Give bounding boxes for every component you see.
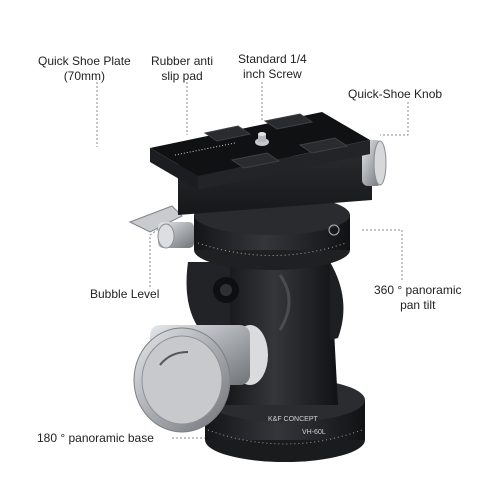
brand-mark: K&F CONCEPT — [268, 416, 319, 423]
callout-quick-shoe-plate-line2: (70mm) — [63, 69, 106, 83]
callout-pan-tilt-line2: pan tilt — [400, 298, 436, 312]
standard-screw — [255, 132, 269, 146]
callout-rubber-pad-line1: Rubber anti — [151, 54, 214, 68]
leader-lines — [96, 82, 409, 439]
callout-screw-line2: inch Screw — [243, 67, 302, 81]
callout-bubble-level: Bubble Level — [90, 287, 160, 301]
callout-knob: Quick-Shoe Knob — [348, 87, 443, 101]
silver-locking-knob-illustration — [133, 325, 268, 433]
rubber-anti-slip-pads — [203, 113, 349, 169]
callout-screw: Standard 1/4 inch Screw — [238, 52, 307, 82]
leader-knob — [380, 102, 409, 136]
side-lever — [128, 205, 194, 249]
leader-pan-tilt — [360, 229, 403, 280]
callout-pan-tilt: 360 ° panoramic pan tilt — [374, 283, 462, 313]
model-mark: VH-60L — [302, 429, 326, 436]
callout-rubber-pad-line2: slip pad — [161, 69, 203, 83]
pan-tilt-ring — [194, 195, 350, 270]
callout-base: 180 ° panoramic base — [37, 431, 154, 445]
callout-rubber-pad: Rubber anti slip pad — [151, 54, 213, 84]
callout-quick-shoe-plate: Quick Shoe Plate (70mm) — [38, 54, 131, 84]
callout-pan-tilt-line1: 360 ° panoramic — [374, 283, 462, 297]
callout-screw-line1: Standard 1/4 — [238, 52, 307, 66]
callout-quick-shoe-plate-line1: Quick Shoe Plate — [38, 54, 131, 68]
